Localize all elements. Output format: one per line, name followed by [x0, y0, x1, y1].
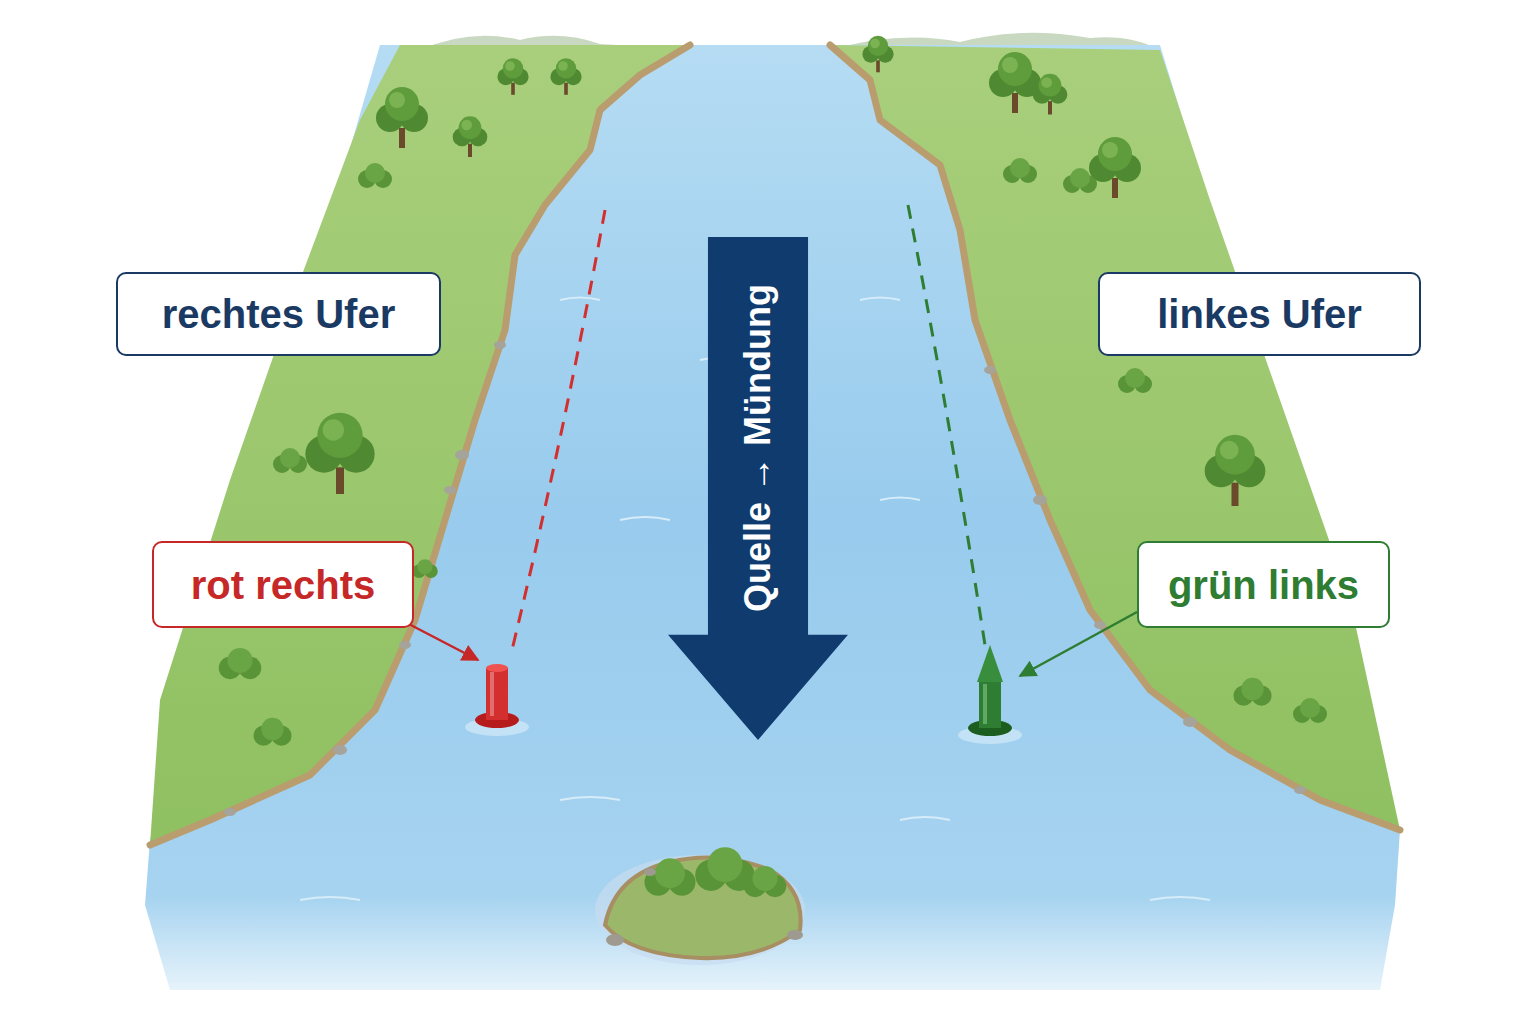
tree — [376, 87, 428, 148]
buoy-rule-label: rot rechts — [152, 541, 414, 628]
green-buoy — [977, 645, 1003, 682]
bush — [358, 163, 392, 188]
tree — [1205, 435, 1266, 506]
bush — [1063, 168, 1097, 193]
buoy-highlight — [490, 672, 494, 716]
stone — [787, 930, 803, 940]
stone — [224, 808, 236, 816]
tree — [862, 36, 893, 73]
bush — [412, 559, 438, 578]
tree — [497, 58, 528, 95]
buoy-rule-label: grün links — [1137, 541, 1390, 628]
river-water — [145, 45, 1400, 990]
bush — [273, 448, 307, 473]
stone — [1294, 786, 1306, 794]
red-buoy — [486, 664, 508, 672]
fairway-line — [512, 210, 605, 650]
fairway-line — [908, 205, 985, 645]
stone — [984, 366, 996, 374]
tree — [453, 116, 488, 157]
stone — [444, 486, 456, 494]
leader-arrow — [1020, 612, 1137, 676]
bush — [744, 866, 787, 897]
bank-edge — [830, 45, 1400, 830]
red-buoy — [486, 668, 508, 720]
leader-arrow — [405, 622, 478, 660]
tree — [305, 413, 374, 494]
bank-label: rechtes Ufer — [116, 272, 441, 356]
label-text: linkes Ufer — [1157, 292, 1362, 336]
bush — [1233, 678, 1271, 706]
stone — [494, 341, 506, 349]
stone — [644, 868, 656, 876]
arrow-shape — [668, 237, 848, 740]
tree — [1089, 137, 1141, 198]
label-text: rechtes Ufer — [162, 292, 395, 336]
green-buoy — [979, 680, 1001, 728]
bank-edge — [150, 45, 690, 845]
bush — [253, 718, 291, 746]
stone — [1094, 621, 1106, 629]
stone — [1033, 495, 1047, 505]
bush — [645, 858, 696, 896]
label-text: grün links — [1168, 563, 1359, 607]
bush — [1118, 368, 1152, 393]
bush — [1003, 158, 1037, 183]
bush — [1293, 698, 1327, 723]
bank-label: linkes Ufer — [1098, 272, 1421, 356]
flow-direction-arrow: Quelle → Mündung — [668, 237, 848, 740]
label-text: rot rechts — [191, 563, 376, 607]
river-bank-land — [830, 45, 1400, 830]
tree — [550, 58, 581, 95]
arrow-label: Quelle → Mündung — [738, 284, 778, 612]
stone — [1183, 717, 1197, 727]
stone — [333, 745, 347, 755]
tree — [989, 52, 1041, 113]
river-bank-land — [150, 45, 690, 845]
stone — [606, 934, 624, 946]
buoy-highlight — [983, 684, 987, 724]
stone — [455, 450, 469, 460]
bush — [219, 648, 262, 679]
stone — [399, 641, 411, 649]
tree — [1033, 74, 1068, 115]
